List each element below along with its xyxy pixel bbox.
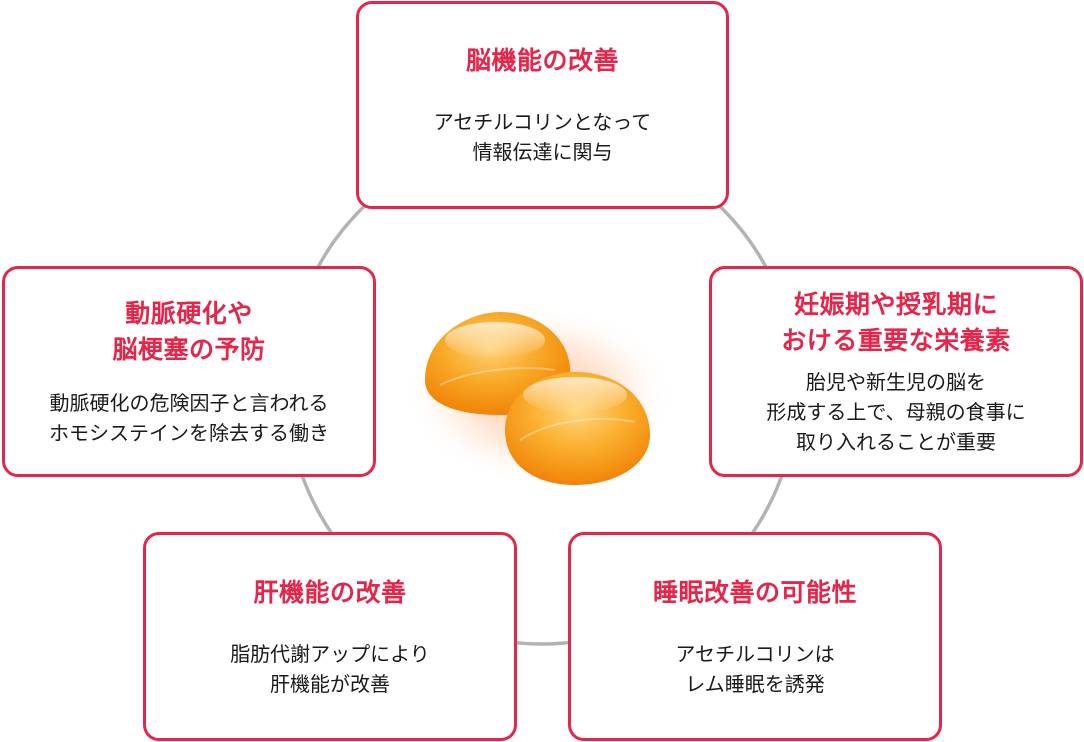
benefit-card-liver-function: 肝機能の改善 脂肪代謝アップにより 肝機能が改善 xyxy=(143,532,517,741)
benefit-description: 動脈硬化の危険因子と言われる ホモシステインを除去する働き xyxy=(49,390,329,445)
benefit-title: 肝機能の改善 xyxy=(253,577,407,607)
benefit-description: 胎児や新生児の脳を 形成する上で、母親の食事に 取り入れることが重要 xyxy=(766,369,1026,454)
benefit-title: 睡眠改善の可能性 xyxy=(652,577,857,607)
benefit-description: 脂肪代謝アップにより 肝機能が改善 xyxy=(230,641,430,696)
benefit-card-pregnancy-nutrient: 妊娠期や授乳期に おける重要な栄養素 胎児や新生児の脳を 形成する上で、母親の食… xyxy=(709,266,1083,477)
benefit-title: 妊娠期や授乳期に おける重要な栄養素 xyxy=(781,289,1011,355)
benefit-card-sleep-improvement: 睡眠改善の可能性 アセチルコリンは レム睡眠を誘発 xyxy=(568,532,942,741)
benefit-description: アセチルコリンとなって 情報伝達に関与 xyxy=(433,110,652,164)
benefit-title: 動脈硬化や 脳梗塞の予防 xyxy=(112,298,266,364)
benefit-title: 脳機能の改善 xyxy=(465,46,619,75)
egg-yolks-image xyxy=(400,290,680,490)
benefit-description: アセチルコリンは レム睡眠を誘発 xyxy=(675,641,835,696)
benefit-card-brain-function: 脳機能の改善 アセチルコリンとなって 情報伝達に関与 xyxy=(356,1,729,209)
benefit-card-arteriosclerosis-prevention: 動脈硬化や 脳梗塞の予防 動脈硬化の危険因子と言われる ホモシステインを除去する… xyxy=(2,266,376,477)
